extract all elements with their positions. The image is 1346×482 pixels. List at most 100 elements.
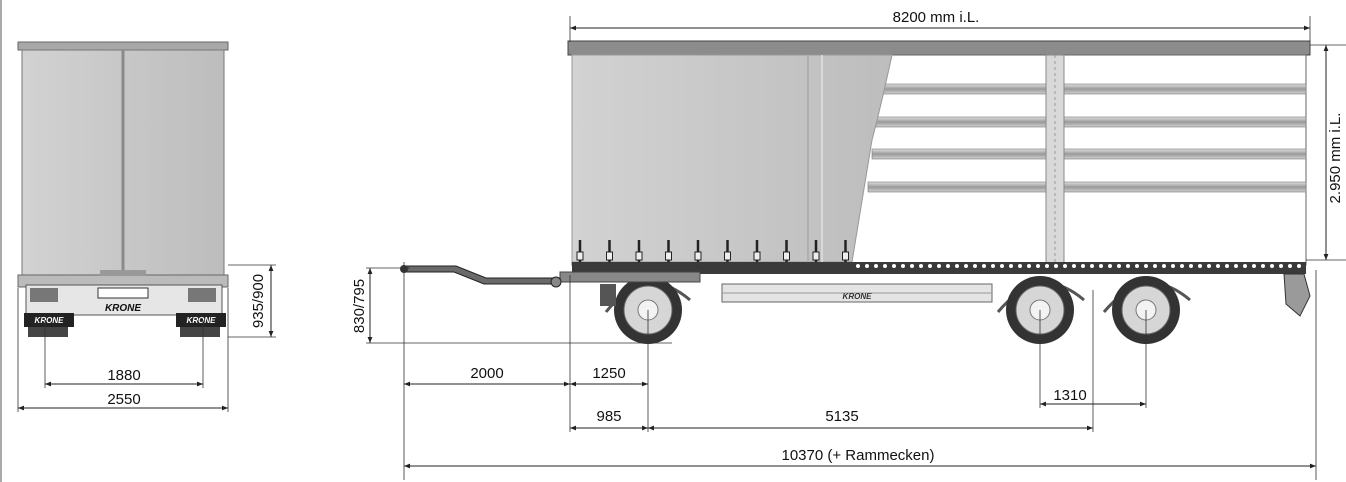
chassis-hole <box>1099 264 1103 268</box>
chassis-hole <box>1027 264 1031 268</box>
side-view: KRONE <box>351 9 1346 480</box>
rear-lamp-right <box>188 288 216 302</box>
chassis-hole <box>946 264 950 268</box>
chassis-hole <box>1117 264 1121 268</box>
curtain-strap <box>753 240 761 264</box>
chassis-hole <box>1162 264 1166 268</box>
chassis-hole <box>1126 264 1130 268</box>
chassis-hole <box>1189 264 1193 268</box>
chassis-holes <box>856 264 1301 268</box>
rear-handle <box>100 270 146 276</box>
interior-length-label: 8200 mm i.L. <box>893 9 980 26</box>
chassis-hole <box>892 264 896 268</box>
turntable <box>559 271 701 283</box>
chassis-hole <box>883 264 887 268</box>
curtain-strap <box>724 240 731 264</box>
chassis-hole <box>910 264 914 268</box>
rear-logo: KRONE <box>105 303 141 314</box>
chassis-hole <box>928 264 932 268</box>
rear-view: KRONE KRONE KRONE 1880 2550 935/900 <box>17 41 276 412</box>
chassis-hole <box>1144 264 1148 268</box>
chassis-hole <box>1108 264 1112 268</box>
curtain-strap <box>606 240 613 264</box>
side-rail-1 <box>879 83 1307 95</box>
rear-lamp-left <box>30 288 58 302</box>
chassis-hole <box>1153 264 1157 268</box>
chassis-hole <box>1009 264 1013 268</box>
side-roof <box>567 40 1311 56</box>
chassis-hole <box>1297 264 1301 268</box>
front-suspension <box>600 284 616 306</box>
wheelbase-label: 5135 <box>825 408 858 425</box>
rear-mudflap-right <box>176 313 226 327</box>
chassis-hole <box>1018 264 1022 268</box>
front-axle-offset-label: 985 <box>596 408 621 425</box>
chassis-hole <box>1081 264 1085 268</box>
chassis-hole <box>937 264 941 268</box>
chassis-hole <box>955 264 959 268</box>
curtain-strap <box>842 240 849 264</box>
chassis-hole <box>874 264 878 268</box>
chassis-hole <box>865 264 869 268</box>
curtain-straps <box>576 240 849 264</box>
rear-mudflap-left <box>24 313 74 327</box>
curtain-strap <box>694 240 702 264</box>
chassis-hole <box>1000 264 1004 268</box>
chassis-hole <box>1072 264 1076 268</box>
axle-spacing-label: 1310 <box>1053 387 1086 404</box>
side-rail-2 <box>875 116 1307 128</box>
curtain-strap <box>783 240 790 264</box>
chassis-hole <box>1180 264 1184 268</box>
chassis-hole <box>1261 264 1265 268</box>
chassis-hole <box>901 264 905 268</box>
rear-tire-right <box>180 327 220 337</box>
chassis-hole <box>1045 264 1049 268</box>
rear-tire-left <box>28 327 68 337</box>
rear-roof <box>17 41 229 51</box>
chassis-hole <box>1198 264 1202 268</box>
chassis-hole <box>1036 264 1040 268</box>
chassis-hole <box>991 264 995 268</box>
rear-plate <box>97 287 149 299</box>
chassis-hole <box>856 264 860 268</box>
side-rail-4 <box>867 181 1307 193</box>
side-curtain <box>571 54 893 263</box>
rear-light-carrier <box>1283 273 1311 317</box>
chassis-hole <box>1288 264 1292 268</box>
drawbar <box>403 265 561 285</box>
chassis-hole <box>1063 264 1067 268</box>
chassis-hole <box>1270 264 1274 268</box>
chassis-hole <box>1135 264 1139 268</box>
overall-length-label: 10370 (+ Rammecken) <box>782 447 935 464</box>
chassis-hole <box>1090 264 1094 268</box>
curtain-strap <box>665 240 672 264</box>
chassis-hole <box>1252 264 1256 268</box>
rear-mudflap-right-logo: KRONE <box>187 316 217 325</box>
chassis-hole <box>919 264 923 268</box>
rear-height-label: 935/900 <box>250 274 267 328</box>
front-overhang-label: 1250 <box>592 365 625 382</box>
chassis-hole <box>1054 264 1058 268</box>
side-rail-3 <box>871 148 1307 160</box>
chassis-hole <box>1171 264 1175 268</box>
interior-height-label: 2.950 mm i.L. <box>1327 113 1344 204</box>
chassis-hole <box>982 264 986 268</box>
curtain-strap <box>576 240 584 264</box>
track-width-label: 1880 <box>107 367 140 384</box>
chassis-hole <box>1279 264 1283 268</box>
chassis-hole <box>1225 264 1229 268</box>
chassis-hole <box>1207 264 1211 268</box>
coupling-height-label: 830/795 <box>351 279 368 333</box>
chassis-hole <box>973 264 977 268</box>
rear-mudflap-left-logo: KRONE <box>35 316 65 325</box>
drawbar-pivot <box>550 276 562 288</box>
curtain-strap <box>635 240 643 264</box>
drawbar-length-label: 2000 <box>470 365 503 382</box>
chassis-hole <box>964 264 968 268</box>
curtain-strap <box>812 240 820 264</box>
chassis-hole <box>1216 264 1220 268</box>
overall-width-label: 2550 <box>107 391 140 408</box>
chassis-hole <box>1243 264 1247 268</box>
chassis-hole <box>1234 264 1238 268</box>
